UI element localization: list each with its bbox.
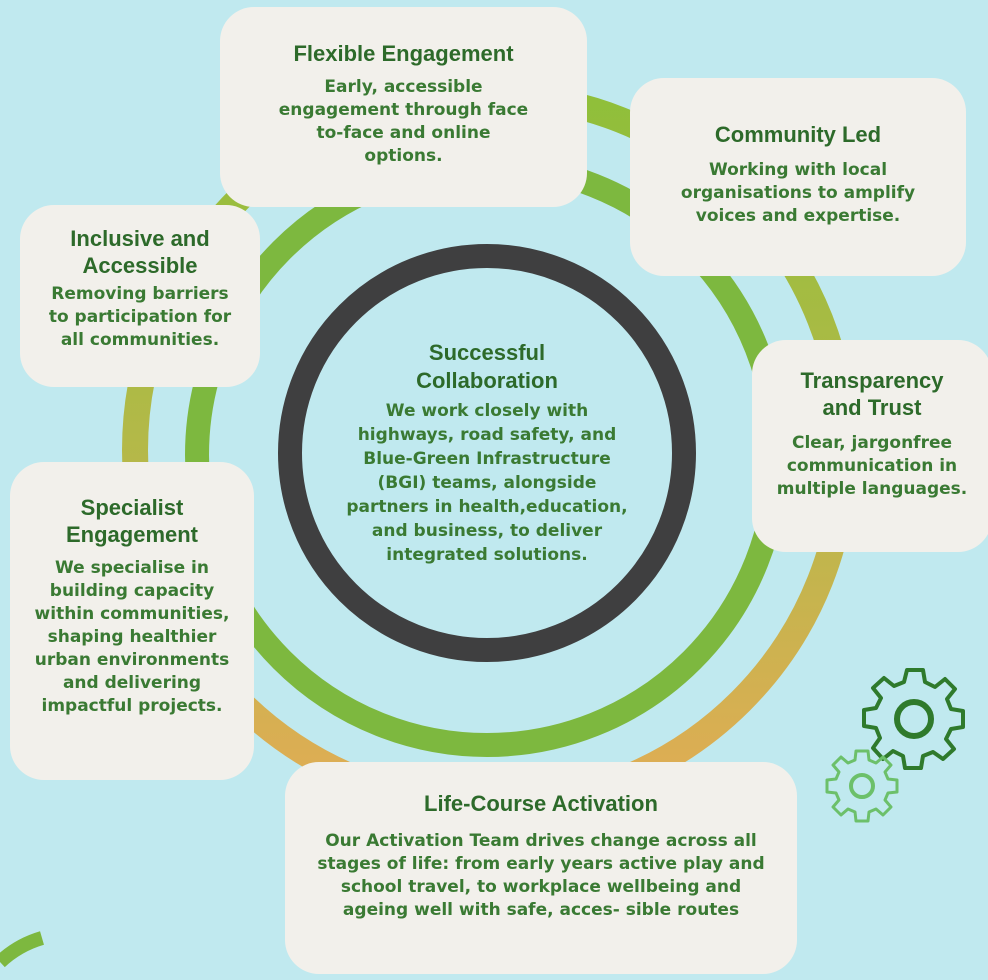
card-title: Transparency and Trust [800, 368, 944, 420]
card-title: Flexible Engagement [293, 41, 514, 66]
gear-small-icon [825, 749, 899, 823]
center-title: Successful Collaboration [416, 340, 558, 393]
corner-arc [0, 931, 45, 968]
gear-large-icon [862, 668, 965, 770]
card-community-led: Community Led Working with local organis… [630, 78, 966, 276]
card-body: We specialise in building capacity withi… [34, 558, 230, 716]
card-life-course-activation: Life-Course Activation Our Activation Te… [285, 762, 797, 974]
card-body: Working with local organisations to ampl… [680, 160, 916, 226]
card-body: Our Activation Team drives change across… [317, 831, 765, 920]
card-inclusive-accessible: Inclusive and Accessible Removing barrie… [20, 205, 260, 387]
gears-icon [825, 668, 965, 823]
card-title: Community Led [714, 122, 882, 147]
inner-dark-ring [278, 244, 696, 662]
center-hub: Successful Collaboration We work closely… [302, 268, 672, 638]
card-title: Specialist Engagement [65, 495, 199, 547]
center-body: We work closely with highways, road safe… [346, 401, 628, 565]
card-specialist-engagement: Specialist Engagement We specialise in b… [10, 462, 254, 780]
card-flexible-engagement: Flexible Engagement Early, accessible en… [220, 7, 587, 207]
card-transparency-trust: Transparency and Trust Clear, jargonfree… [752, 340, 988, 552]
card-body: Removing barriers to participation for a… [48, 284, 232, 350]
card-title: Life-Course Activation [424, 791, 658, 816]
card-body: Clear, jargonfree communication in multi… [776, 433, 968, 499]
card-title: Inclusive and Accessible [70, 226, 210, 278]
card-body: Early, accessible engagement through fac… [278, 77, 529, 166]
